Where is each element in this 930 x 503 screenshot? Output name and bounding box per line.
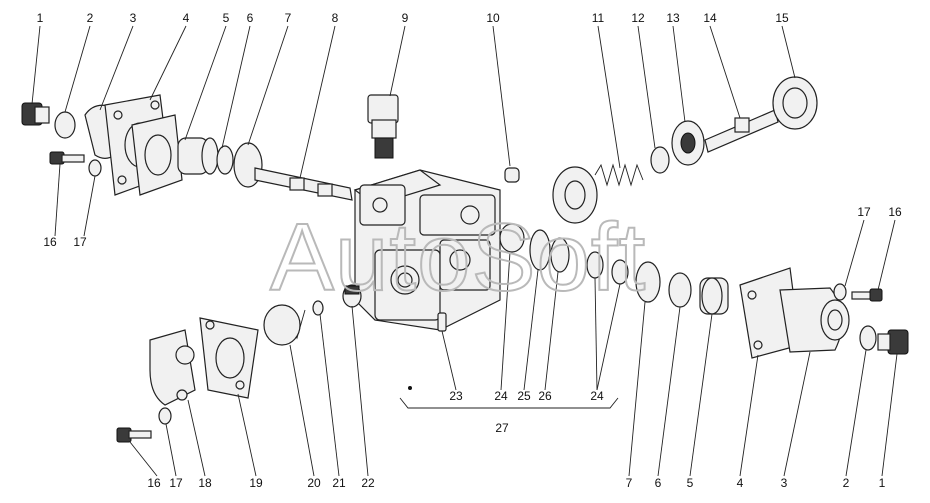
part-18-housing (149, 329, 196, 406)
callout-c5b: 5 (687, 476, 694, 490)
part-17-washer-upper-left (88, 159, 102, 177)
part-11-spring-housing (552, 166, 598, 224)
part-26-ring (550, 237, 570, 273)
callout-c22: 22 (361, 476, 375, 490)
valve-body (353, 169, 501, 331)
callout-c5: 5 (223, 11, 230, 25)
callout-c24a: 24 (494, 389, 508, 403)
callout-c16b: 16 (888, 205, 902, 219)
assembly-27-dot (408, 386, 412, 390)
callout-c3: 3 (130, 11, 137, 25)
right-upper-assembly (552, 76, 818, 224)
callout-c19: 19 (249, 476, 263, 490)
callout-c21: 21 (332, 476, 346, 490)
callout-c9: 9 (402, 11, 409, 25)
part-1-plug (21, 102, 50, 126)
callout-c24b: 24 (590, 389, 604, 403)
callout-c4b: 4 (737, 476, 744, 490)
part-8-rod (254, 167, 353, 201)
callout-c10: 10 (486, 11, 500, 25)
leader-lines (31, 25, 898, 477)
part-7-diaphragm-right (635, 261, 661, 303)
watermark-text: AutoSoft (270, 204, 646, 311)
callout-c25: 25 (517, 389, 531, 403)
part-3-cover-right (779, 287, 850, 353)
callout-c1b: 1 (879, 476, 886, 490)
part-15-cap (772, 76, 818, 130)
part-17-washer-lower-left (158, 407, 172, 425)
callout-c7b: 7 (626, 476, 633, 490)
part-6-bushing (177, 137, 219, 175)
part-24-insert (499, 223, 525, 253)
part-14-shaft (704, 109, 779, 153)
callout-c23: 23 (449, 389, 463, 403)
callout-c27: 27 (495, 421, 509, 435)
callout-c17a: 17 (73, 235, 87, 249)
callout-c7: 7 (285, 11, 292, 25)
callout-c6: 6 (247, 11, 254, 25)
callout-c17c: 17 (169, 476, 183, 490)
part-5-gasket (131, 114, 183, 196)
callout-c18: 18 (198, 476, 212, 490)
callout-c2b: 2 (843, 476, 850, 490)
left-upper-assembly (21, 94, 353, 201)
part-10-plug (504, 167, 520, 183)
callout-c15: 15 (775, 11, 789, 25)
callout-c2: 2 (87, 11, 94, 25)
part-6-ring (216, 145, 234, 175)
assembly-27-bracket (399, 397, 619, 409)
callout-c4: 4 (183, 11, 190, 25)
part-12-ring (650, 146, 670, 174)
callout-c16c: 16 (147, 476, 161, 490)
part-16-bolt-lower-left (116, 427, 152, 443)
part-16-bolt-right (851, 288, 883, 302)
part-20-spring (263, 304, 306, 346)
part-11-spring (594, 163, 644, 187)
callout-c14: 14 (703, 11, 717, 25)
part-19-gasket (199, 317, 259, 399)
part-9-valve (367, 94, 399, 159)
left-lower-assembly (149, 284, 362, 406)
part-6-ring-right (668, 272, 692, 308)
part-16-bolt-upper-left (49, 151, 85, 165)
callout-c16a: 16 (43, 235, 57, 249)
part-25-ring (529, 229, 551, 271)
callout-c12: 12 (631, 11, 645, 25)
part-13-seal (671, 120, 705, 166)
callout-c3b: 3 (781, 476, 788, 490)
part-17-washer-right (833, 283, 847, 301)
right-lower-assembly (635, 261, 909, 359)
part-21-ring (312, 300, 324, 316)
callout-c20: 20 (307, 476, 321, 490)
callout-c1: 1 (37, 11, 44, 25)
callout-c26: 26 (538, 389, 552, 403)
part-23-pin (437, 312, 447, 332)
part-2-washer-right (859, 325, 877, 351)
callout-c8: 8 (332, 11, 339, 25)
callout-c11: 11 (592, 11, 605, 25)
part-1-plug-right (877, 329, 909, 355)
part-5-bushing-right (699, 277, 729, 315)
callout-c17b: 17 (857, 205, 871, 219)
callout-c13: 13 (666, 11, 680, 25)
callout-c6b: 6 (655, 476, 662, 490)
part-2-washer (54, 111, 76, 139)
